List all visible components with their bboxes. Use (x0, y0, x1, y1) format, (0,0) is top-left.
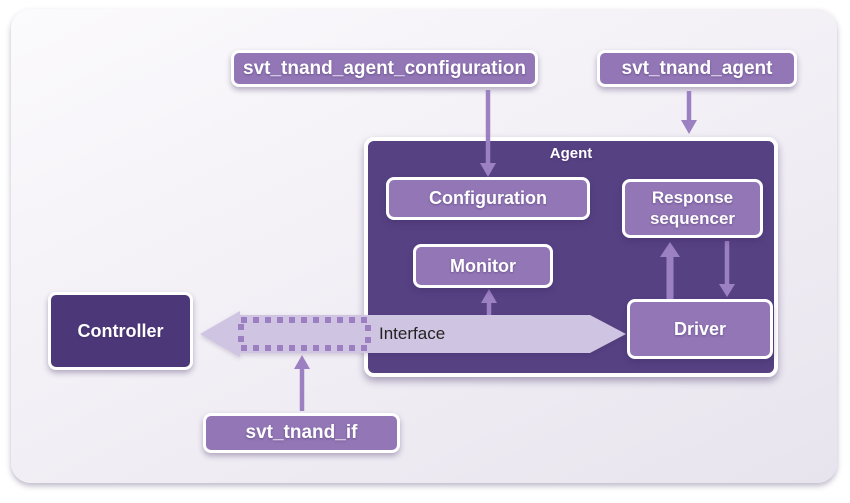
node-label: svt_tnand_agent_configuration (243, 57, 526, 79)
node-controller: Controller (48, 292, 193, 370)
interface-label: Interface (379, 324, 446, 343)
node-label: Driver (673, 318, 727, 339)
node-label: Configuration (429, 188, 547, 208)
node-driver: Driver (627, 299, 773, 359)
node-monitor: Monitor (413, 244, 553, 288)
node-svt-tnand-agent: svt_tnand_agent (597, 50, 797, 87)
node-svt-tnand-if: svt_tnand_if (203, 413, 400, 453)
node-label: Controller (77, 320, 164, 341)
node-svt-tnand-agent-configuration: svt_tnand_agent_configuration (231, 50, 538, 87)
node-label: svt_tnand_if (245, 422, 358, 443)
agent-container-title: Agent (549, 145, 593, 162)
node-configuration: Configuration (386, 177, 590, 220)
node-response-sequencer: Response sequencer (622, 179, 763, 238)
node-label: Response sequencer (649, 188, 736, 228)
node-label: svt_tnand_agent (621, 57, 773, 79)
node-label: Monitor (450, 255, 516, 276)
